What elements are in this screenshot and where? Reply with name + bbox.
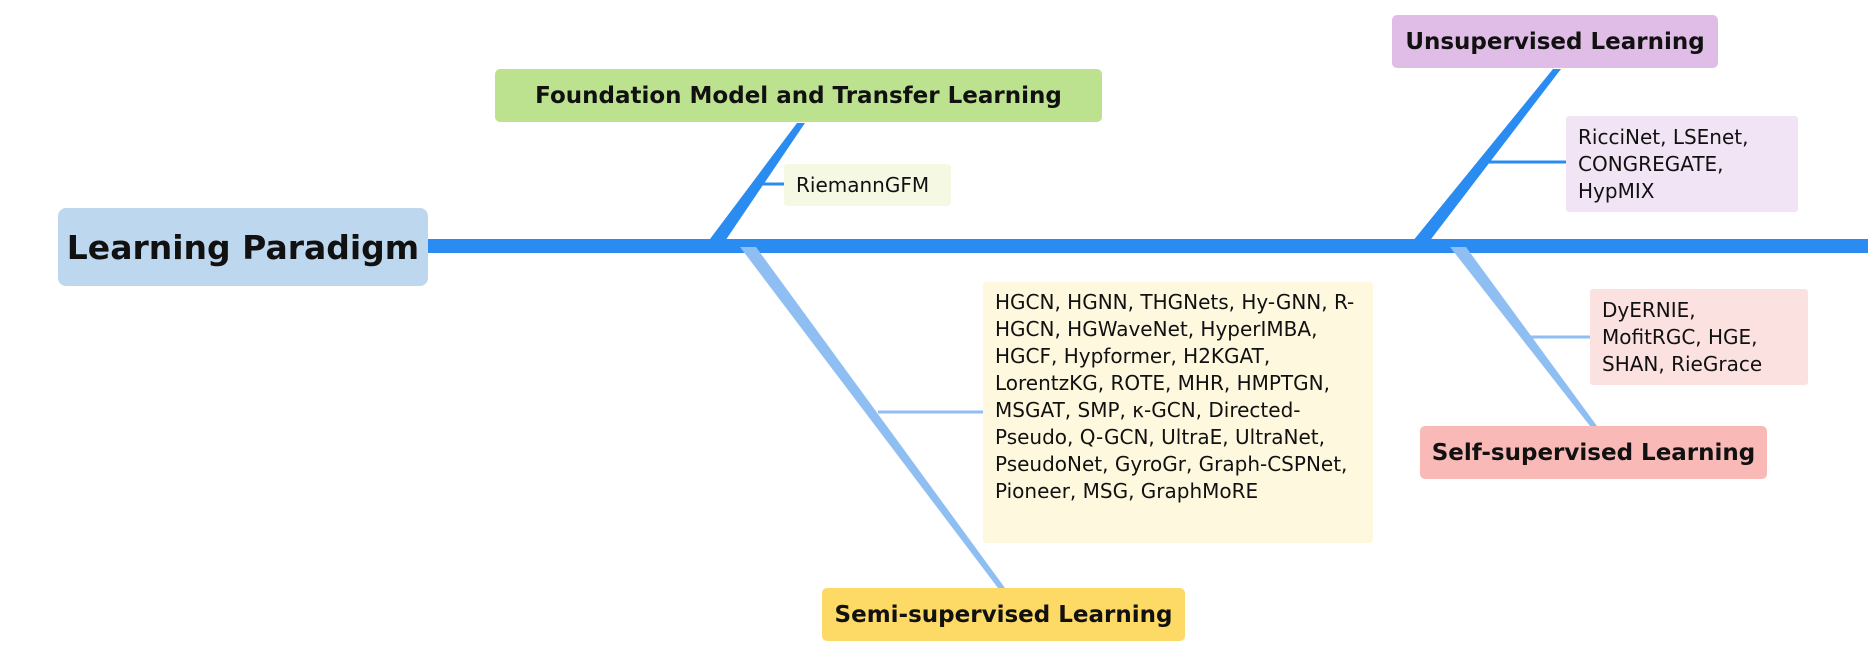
category-unsupervised: Unsupervised Learning [1392, 15, 1718, 68]
methods-self-supervised: DyERNIE, MofitRGC, HGE, SHAN, RieGrace [1590, 289, 1808, 385]
branch-unsupervised [1408, 69, 1561, 247]
branch-semi-supervised [740, 247, 1005, 588]
branch-foundation [704, 123, 805, 247]
branch-self-supervised [1450, 247, 1597, 426]
methods-unsupervised: RicciNet, LSEnet, CONGREGATE, HypMIX [1566, 116, 1798, 212]
category-self-supervised: Self-supervised Learning [1420, 426, 1767, 479]
methods-foundation-model: RiemannGFM [784, 164, 951, 206]
main-spine [428, 239, 1868, 253]
category-foundation-model: Foundation Model and Transfer Learning [495, 69, 1102, 122]
methods-semi-supervised: HGCN, HGNN, THGNets, Hy-GNN, R-HGCN, HGW… [983, 282, 1373, 543]
root-node: Learning Paradigm [58, 208, 428, 286]
category-semi-supervised: Semi-supervised Learning [822, 588, 1185, 641]
